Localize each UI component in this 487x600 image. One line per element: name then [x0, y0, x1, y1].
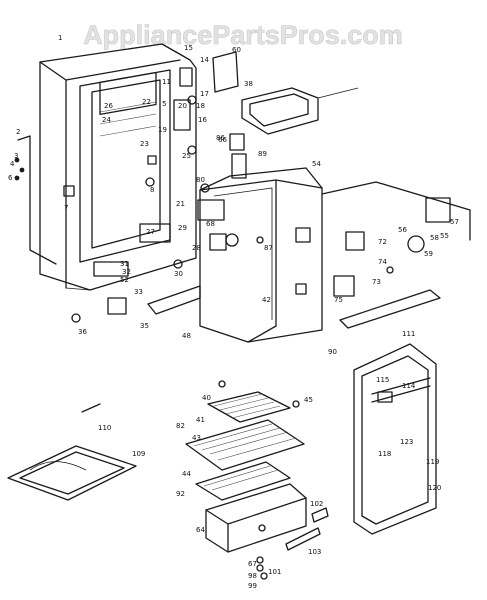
callout-24: 24: [102, 116, 111, 124]
drip-tray: [7, 403, 137, 501]
callout-25: 25: [182, 152, 191, 160]
callout-40: 40: [202, 394, 211, 402]
callout-57: 57: [450, 218, 459, 226]
callout-75: 75: [334, 296, 343, 304]
callout-99: 99: [248, 582, 257, 590]
callout-44: 44: [182, 470, 191, 478]
callout-18: 18: [196, 102, 205, 110]
callout-52: 52: [120, 276, 129, 284]
callout-110: 110: [98, 424, 111, 432]
callout-123: 123: [400, 438, 413, 446]
liner-box: [199, 167, 323, 343]
cabinet-shell: [17, 43, 197, 291]
callout-32: 32: [122, 268, 131, 276]
callout-48: 48: [182, 332, 191, 340]
callout-92: 92: [176, 490, 185, 498]
callout-54: 54: [312, 160, 321, 168]
door-gasket: [353, 343, 437, 535]
callout-38: 38: [244, 80, 253, 88]
callout-33: 33: [134, 288, 143, 296]
right-controls: [295, 181, 471, 329]
callout-26: 26: [104, 102, 113, 110]
callout-31: 31: [120, 260, 129, 268]
callout-6: 6: [8, 174, 13, 182]
callout-111: 111: [402, 330, 415, 338]
shelves: [185, 391, 305, 501]
callout-21: 21: [176, 200, 185, 208]
callout-28: 28: [192, 244, 201, 252]
callout-20: 20: [178, 102, 187, 110]
callout-55: 55: [440, 232, 449, 240]
callout-73: 73: [372, 278, 381, 286]
callout-41: 41: [196, 416, 205, 424]
callout-4: 4: [10, 160, 15, 168]
callout-67: 67: [248, 560, 257, 568]
callout-56: 56: [398, 226, 407, 234]
callout-72: 72: [378, 238, 387, 246]
callout-86: 86: [216, 134, 225, 142]
callout-23: 23: [140, 140, 149, 148]
callout-118: 118: [378, 450, 391, 458]
center-controls: [71, 133, 264, 323]
callout-29: 29: [178, 224, 187, 232]
callout-5: 5: [162, 100, 166, 108]
callout-36: 36: [78, 328, 87, 336]
callout-114: 114: [402, 382, 416, 390]
callout-119: 119: [426, 458, 439, 466]
callout-27: 27: [146, 228, 155, 236]
callout-14: 14: [200, 56, 209, 64]
crisper-drawer: [205, 483, 329, 553]
callout-16: 16: [198, 116, 207, 124]
callout-3: 3: [14, 152, 18, 160]
left-small-parts: [14, 67, 197, 197]
callout-101: 101: [268, 568, 281, 576]
callout-102: 102: [310, 500, 323, 508]
callout-42: 42: [262, 296, 271, 304]
part-callouts: 1 2 3 4 5 6 7 8 11 14 15 16 17 18 19 20 …: [8, 34, 459, 590]
callout-19: 19: [158, 126, 167, 134]
callout-87: 87: [264, 244, 273, 252]
callout-2: 2: [16, 128, 20, 136]
callout-64: 64: [196, 526, 205, 534]
callout-74: 74: [378, 258, 387, 266]
callout-35: 35: [140, 322, 149, 330]
callout-45: 45: [304, 396, 313, 404]
callout-90: 90: [328, 348, 337, 356]
callout-11: 11: [162, 78, 171, 86]
callout-43: 43: [192, 434, 201, 442]
upper-right-panels: [212, 51, 359, 135]
callout-15: 15: [184, 44, 193, 52]
callout-68: 68: [206, 220, 215, 228]
callout-66: 66: [218, 136, 227, 144]
callout-59: 59: [424, 250, 433, 258]
callout-120: 120: [428, 484, 441, 492]
callout-30: 30: [174, 270, 183, 278]
callout-7: 7: [64, 204, 68, 212]
callout-103: 103: [308, 548, 321, 556]
callout-98: 98: [248, 572, 257, 580]
front-trim: [147, 285, 201, 315]
callout-1: 1: [58, 34, 62, 42]
misc-parts: [218, 380, 300, 580]
callout-8: 8: [150, 186, 154, 194]
watermark: AppliancePartsPros.com: [83, 20, 403, 50]
callout-109: 109: [132, 450, 145, 458]
callout-17: 17: [200, 90, 209, 98]
callout-58: 58: [430, 234, 439, 242]
callout-115: 115: [376, 376, 389, 384]
callout-89: 89: [258, 150, 267, 158]
callout-22: 22: [142, 98, 151, 106]
callout-82: 82: [176, 422, 185, 430]
callout-80: 80: [196, 176, 205, 184]
callout-60: 60: [232, 46, 241, 54]
